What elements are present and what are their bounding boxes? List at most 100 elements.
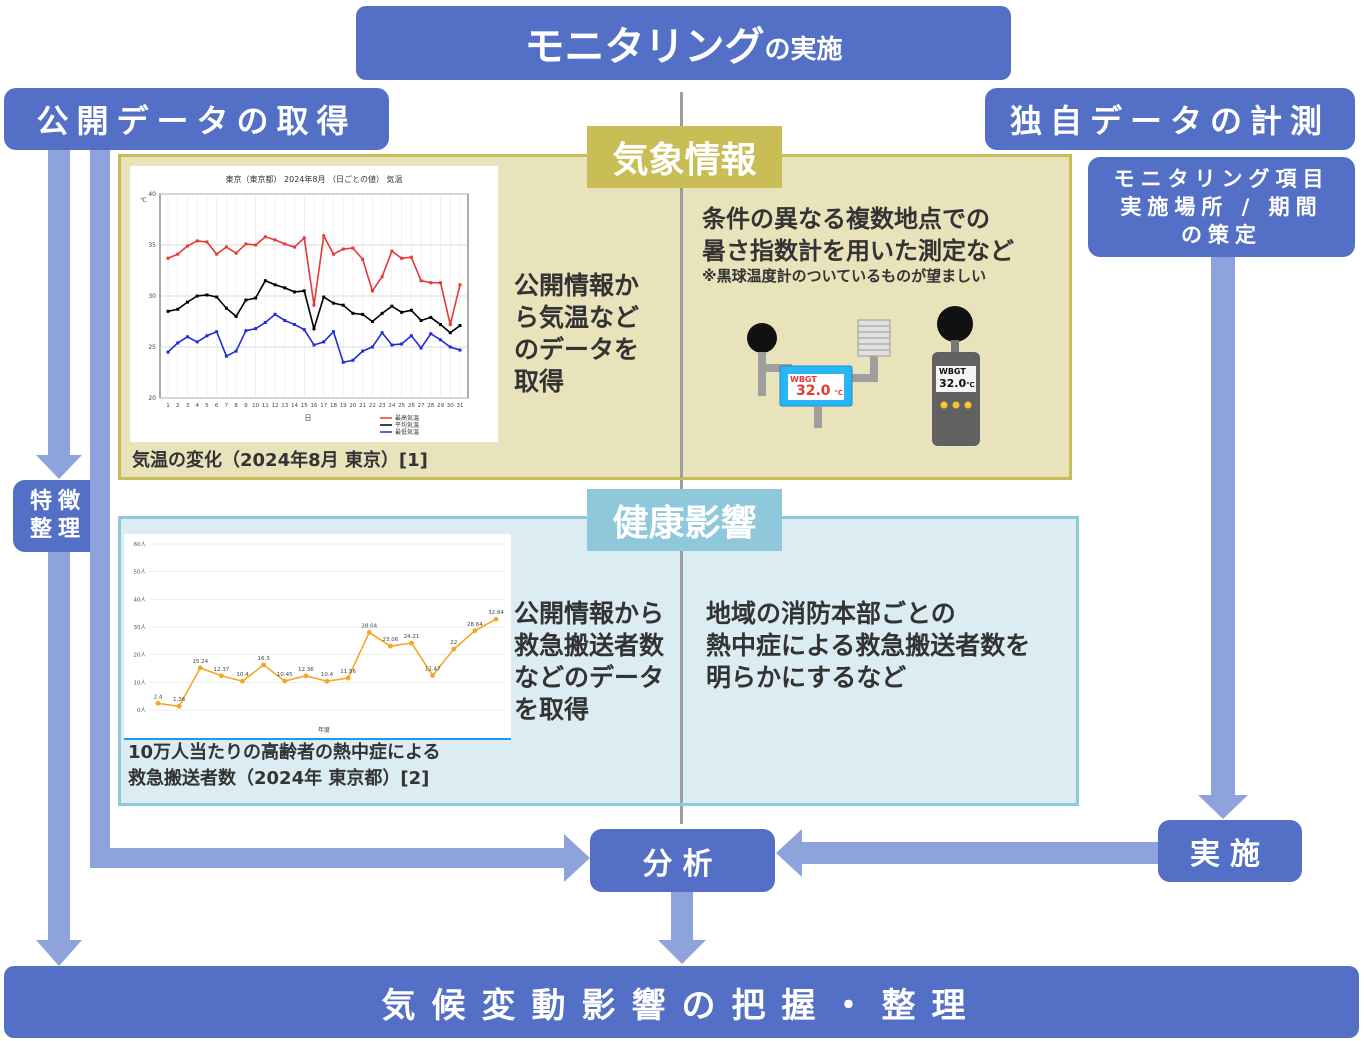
data-point [224, 245, 228, 249]
weather-divider [680, 156, 683, 478]
device2-label: WBGT [939, 367, 966, 376]
data-point [448, 323, 452, 327]
y-tick-label: 30人 [134, 624, 147, 631]
data-point [293, 323, 297, 327]
x-tick-label: 2 [176, 403, 180, 409]
x-tick-label: 4 [195, 403, 199, 409]
left-arrow-shaft-2 [48, 552, 70, 942]
x-tick-label: 17 [320, 403, 327, 409]
x-tick-label: 6 [215, 403, 219, 409]
y-tick-label: 40人 [134, 596, 147, 603]
data-label: 12.47 [425, 666, 441, 672]
ambulance-chart-underline [124, 738, 511, 740]
data-point [240, 678, 245, 684]
device1-value-text: 32.0 [796, 383, 831, 399]
data-label: 15.24 [192, 659, 208, 665]
health-right-line-2: 熱中症による救急搬送者数を [706, 631, 1031, 660]
data-point [322, 340, 326, 344]
x-tick-label: 12 [272, 403, 279, 409]
y-tick-label: 50人 [134, 569, 147, 576]
data-label: 11.56 [340, 669, 356, 675]
data-point [283, 286, 287, 290]
x-tick-label: 31 [457, 403, 464, 409]
feature-line-1: 特徴 [29, 489, 86, 514]
data-point [215, 252, 219, 256]
weather-left-line-1: 公開情報か [514, 271, 640, 300]
data-point [195, 239, 199, 243]
data-point [302, 328, 306, 332]
data-label: 23.06 [383, 637, 399, 643]
data-point [224, 354, 228, 358]
data-point [439, 281, 443, 285]
device1-unit: ℃ [834, 389, 844, 397]
data-point [234, 251, 238, 255]
x-tick-label: 27 [418, 403, 425, 409]
data-point [458, 283, 462, 287]
data-point [458, 324, 462, 328]
x-tick-label: 1 [166, 403, 170, 409]
data-point [341, 303, 345, 307]
data-point [400, 342, 404, 346]
data-point [390, 343, 394, 347]
x-tick-label: 11 [262, 403, 269, 409]
x-tick-label: 25 [398, 403, 405, 409]
data-point [166, 256, 170, 260]
data-label: 10.4 [236, 672, 249, 678]
data-point [263, 321, 267, 325]
plan-line-1: モニタリング項目 [1113, 167, 1330, 191]
data-point [409, 334, 413, 338]
x-tick-label: 28 [427, 403, 434, 409]
health-right-line-1: 地域の消防本部ごとの [706, 599, 956, 628]
weather-left-line-3: のデータを [514, 335, 640, 364]
data-point [322, 234, 326, 238]
analysis-arrowhead-down [658, 940, 706, 964]
monitoring-title-suffix: の実施 [764, 34, 843, 65]
x-axis-label: 年度 [318, 726, 330, 734]
data-point [302, 289, 306, 293]
right-arrow-shaft-1 [1211, 257, 1235, 797]
data-label: 12.37 [214, 667, 230, 673]
data-point [244, 242, 248, 246]
y-tick-label: 0人 [137, 707, 146, 714]
analysis-arrowhead-right [776, 829, 802, 877]
data-point [387, 643, 393, 649]
x-tick-label: 10 [252, 403, 259, 409]
data-point [400, 310, 404, 314]
device2-unit: ℃ [966, 381, 975, 389]
device1-value: 32.0℃ [796, 383, 843, 399]
x-tick-label: 8 [234, 403, 238, 409]
data-point [430, 673, 436, 678]
data-point [234, 349, 238, 353]
data-point [273, 238, 277, 242]
monitoring-title-main: モニタリング [524, 24, 765, 70]
data-point [176, 703, 182, 709]
data-point [254, 327, 258, 331]
x-tick-label: 21 [359, 403, 366, 409]
data-point [205, 293, 209, 297]
data-point [370, 320, 374, 323]
x-tick-label: 15 [301, 403, 308, 409]
y-tick-label: 20 [148, 395, 156, 402]
data-point [176, 307, 180, 311]
data-point [451, 646, 457, 652]
weather-right-line-1: 条件の異なる複数地点での [702, 205, 990, 233]
weather-left-line-4: 取得 [514, 367, 565, 396]
data-point [351, 246, 355, 250]
data-point [380, 331, 384, 335]
feature-line-2: 整理 [29, 517, 86, 542]
data-point [361, 257, 365, 261]
data-point [448, 331, 452, 335]
y-tick-label: 25 [148, 344, 156, 351]
data-point [303, 673, 309, 679]
health-left-line-3: などのデータ [514, 663, 665, 692]
left-arrowhead-1 [36, 455, 82, 479]
public-data-header-label: 公開データの取得 [36, 102, 357, 140]
data-point [448, 345, 452, 349]
plan-box: モニタリング項目 実施場所 / 期間 の策定 [1088, 157, 1355, 257]
data-point [218, 673, 224, 679]
device2-value: 32.0℃ [939, 377, 975, 390]
health-chart-caption: 10万人当たりの高齢者の熱中症による 救急搬送者数（2024年 東京都）[2] [128, 740, 441, 792]
